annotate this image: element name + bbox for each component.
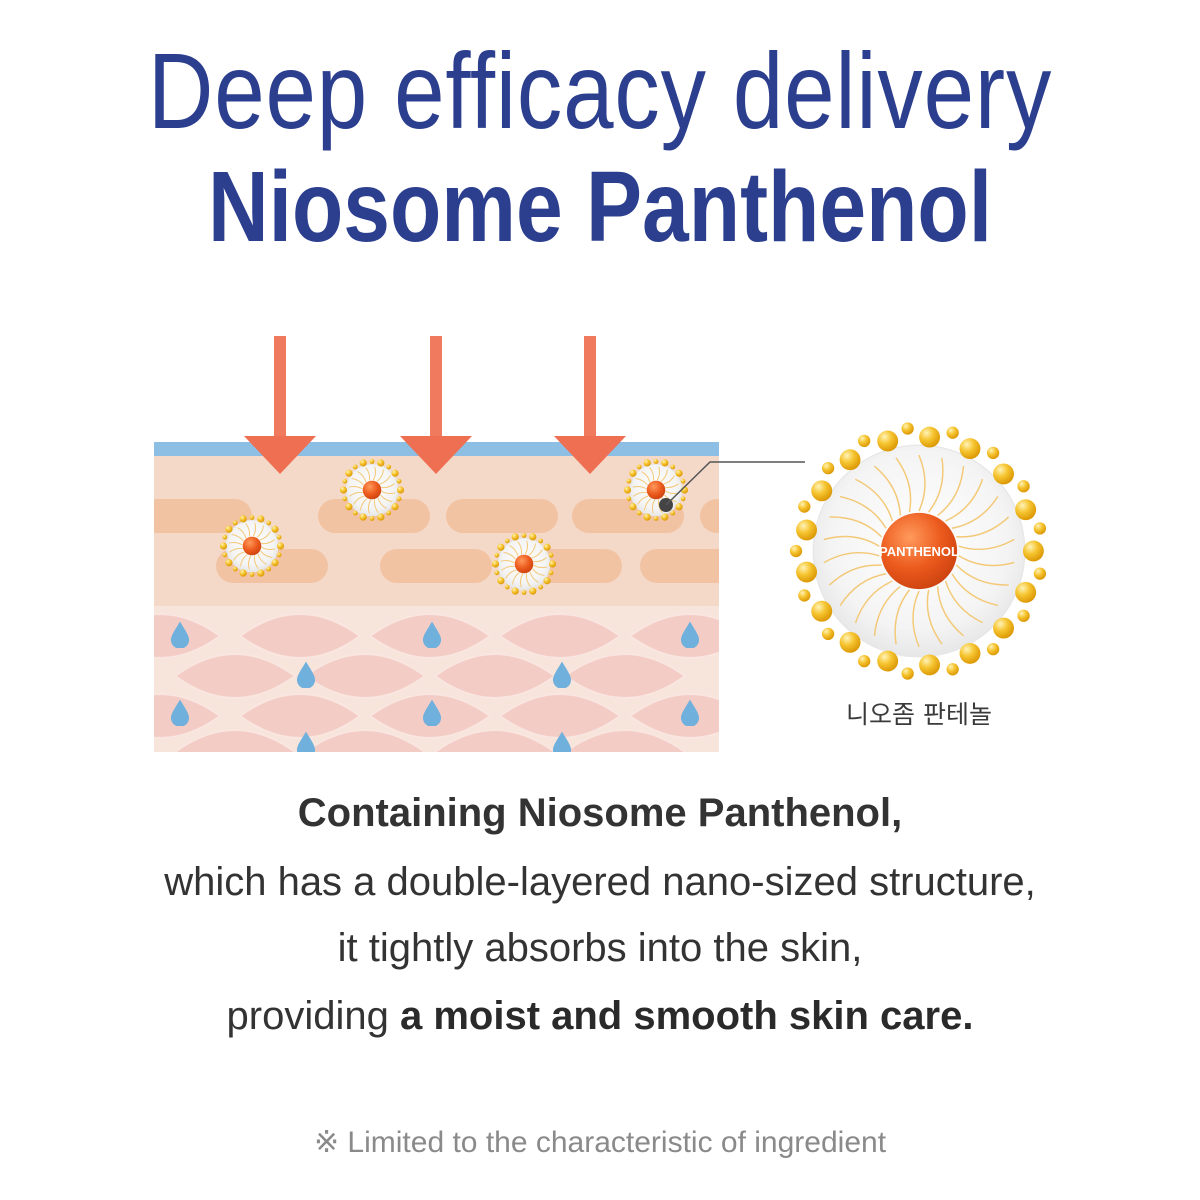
skin-cell (498, 693, 622, 739)
panthenol-core-label: PANTHENOL (879, 544, 959, 559)
niosome (339, 459, 405, 521)
skin-cell (173, 729, 297, 752)
headline-line-2: Niosome Panthenol (207, 151, 993, 263)
body-line-4-prefix: providing (226, 994, 400, 1038)
skin-cell (303, 653, 427, 699)
body-line-4: providing a moist and smooth skin care. (0, 996, 1200, 1036)
body-line-3: it tightly absorbs into the skin, (337, 926, 863, 970)
skin-cell (700, 499, 719, 533)
skin-cell (498, 613, 622, 659)
niosome (789, 422, 1047, 680)
down-arrow-icon (244, 436, 316, 474)
skin-cell (380, 549, 492, 583)
skin-cell (303, 729, 427, 752)
skin-cell (563, 653, 687, 699)
body-line-1: Containing Niosome Panthenol, (297, 791, 903, 835)
niosome (491, 533, 557, 595)
body-line-4-emphasis: a moist and smooth skin care. (399, 994, 974, 1038)
skin-cell (446, 499, 558, 533)
body-line-2: which has a double-layered nano-sized st… (164, 860, 1036, 904)
skin-cell (563, 729, 687, 752)
skin-cell (433, 729, 557, 752)
headline-line-1: Deep efficacy delivery (147, 30, 1053, 151)
skin-cell (628, 693, 719, 739)
niosome-panthenol-enlarged (789, 422, 1047, 680)
down-arrow-icon (554, 436, 626, 474)
skin-cell (173, 653, 297, 699)
callout-line (659, 461, 805, 512)
down-arrow-icon (400, 436, 472, 474)
niosome (219, 515, 285, 577)
footnote: ※ Limited to the characteristic of ingre… (313, 1126, 887, 1159)
penetration-arrows (244, 336, 626, 474)
skin-cell (238, 693, 362, 739)
skin-cell (238, 613, 362, 659)
skin-cell (640, 549, 719, 583)
niosome-caption: 니오좀 판테놀 (846, 700, 992, 729)
skin-section (154, 442, 719, 752)
skin-cell (628, 613, 719, 659)
skin-cell (154, 499, 252, 533)
